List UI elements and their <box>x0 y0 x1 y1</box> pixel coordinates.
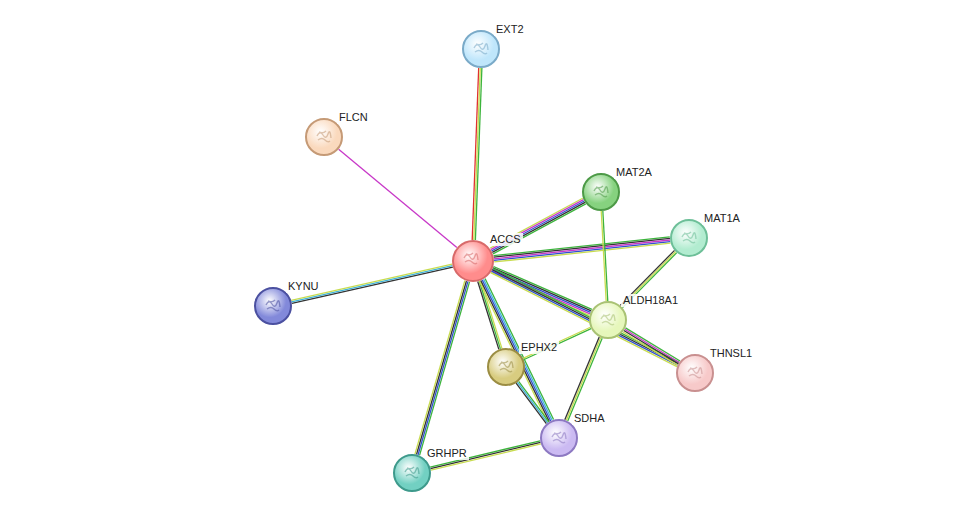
protein-label: MAT2A <box>614 166 654 179</box>
interaction-edge <box>472 68 482 240</box>
evidence-strand <box>517 382 547 423</box>
evidence-strand <box>420 282 470 456</box>
evidence-strand <box>493 268 679 362</box>
protein-label: FLCN <box>337 111 370 124</box>
protein-node: MAT2A <box>582 173 620 211</box>
interaction-edge <box>415 281 470 456</box>
evidence-strand <box>624 331 679 364</box>
interaction-edge <box>339 149 457 247</box>
evidence-strand <box>519 381 549 422</box>
evidence-strand <box>516 383 546 424</box>
interaction-edge <box>516 381 549 423</box>
protein-node: SDHA <box>540 419 578 457</box>
protein-label: EPHX2 <box>519 341 559 354</box>
evidence-strand <box>339 149 457 247</box>
protein-node: FLCN <box>305 118 343 156</box>
evidence-strand <box>565 337 599 420</box>
protein-node: GRHPR <box>393 454 431 492</box>
protein-label: SDHA <box>572 412 607 425</box>
protein-node: THNSL1 <box>676 354 714 392</box>
evidence-strand <box>474 68 480 240</box>
protein-structure-icon <box>600 312 616 326</box>
evidence-strand <box>623 332 678 365</box>
protein-structure-icon <box>687 365 703 379</box>
protein-node: EXT2 <box>462 30 500 68</box>
protein-structure-icon <box>681 230 697 244</box>
evidence-strand <box>601 211 606 301</box>
protein-label: KYNU <box>286 280 321 293</box>
evidence-strand <box>472 68 478 240</box>
protein-label: EXT2 <box>494 23 526 36</box>
protein-structure-icon <box>473 41 489 55</box>
protein-structure-icon <box>404 465 420 479</box>
evidence-strand <box>625 329 680 362</box>
protein-node: ACCS <box>452 240 494 282</box>
protein-node: ALDH18A1 <box>589 301 627 339</box>
protein-structure-icon <box>463 251 479 265</box>
protein-label: THNSL1 <box>708 347 754 360</box>
protein-node: EPHX2 <box>487 348 525 386</box>
evidence-strand <box>494 266 592 309</box>
interaction-edge <box>601 211 608 301</box>
evidence-strand <box>491 271 677 365</box>
protein-node: MAT1A <box>670 219 708 257</box>
evidence-strand <box>566 338 600 421</box>
evidence-strand <box>493 268 591 311</box>
evidence-strand <box>492 270 678 364</box>
interaction-edge <box>623 328 680 365</box>
protein-node: KYNU <box>254 287 292 325</box>
evidence-strand <box>625 328 680 361</box>
protein-label: GRHPR <box>425 447 469 460</box>
protein-label: MAT1A <box>702 212 742 225</box>
interaction-edge <box>491 268 679 366</box>
evidence-strand <box>491 273 677 367</box>
protein-label: ACCS <box>488 233 523 246</box>
evidence-strand <box>493 204 586 254</box>
protein-structure-icon <box>265 298 281 312</box>
protein-structure-icon <box>551 430 567 444</box>
protein-label: ALDH18A1 <box>621 294 680 307</box>
protein-structure-icon <box>593 184 609 198</box>
evidence-strand <box>568 338 602 421</box>
evidence-strand <box>475 68 481 240</box>
evidence-strand <box>494 243 670 262</box>
evidence-strand <box>418 281 468 455</box>
protein-structure-icon <box>316 129 332 143</box>
protein-structure-icon <box>498 359 514 373</box>
evidence-strand <box>416 281 466 455</box>
interaction-edge <box>565 337 602 421</box>
interaction-edge <box>491 266 592 315</box>
evidence-strand <box>415 281 465 455</box>
